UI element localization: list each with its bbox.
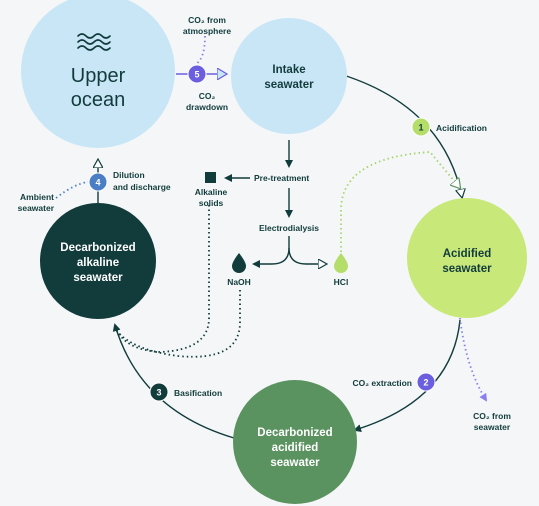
step-5-badge: [187, 64, 207, 84]
naoh-label: NaOH: [227, 277, 251, 287]
co2-from-atmosphere-line1: CO₂ from: [188, 15, 226, 25]
step-4-label-line2: and discharge: [113, 182, 171, 192]
step-2-number: 2: [423, 378, 428, 388]
step-4-number: 4: [95, 178, 100, 188]
co2-drawdown-line2: drawdown: [186, 102, 228, 112]
decarb-alkaline-line2: alkaline: [77, 257, 119, 269]
acidified-line2: seawater: [442, 263, 492, 275]
pretreatment-label: Pre-treatment: [254, 173, 309, 183]
waves-icon: [77, 33, 111, 51]
arrow-electrodialysis-to-hcl: [288, 247, 326, 264]
co2-from-seawater-line2: seawater: [474, 422, 511, 432]
decarb-alkaline-line1: Decarbonized: [60, 242, 135, 254]
dotted-naoh-to-basification: [115, 290, 241, 358]
decarb-acidified-line2: acidified: [272, 442, 319, 454]
step-3-label: Basification: [174, 388, 222, 398]
co2-drawdown-line1: CO₂: [199, 91, 216, 101]
hcl-drop-icon: [334, 253, 348, 273]
step-3-badge: [149, 382, 169, 402]
step-2-badge: [416, 372, 436, 392]
co2-from-seawater-line1: CO₂ from: [473, 411, 511, 421]
decarbonized-acidified-circle: [233, 380, 357, 504]
step-4-badge: [88, 172, 108, 192]
arrow-acidified-to-decarb-acidified: [353, 319, 461, 433]
arrow-electrodialysis-split: [252, 236, 290, 268]
step-2-label: CO₂ extraction: [352, 378, 412, 388]
acidified-seawater-circle: [407, 198, 527, 318]
ambient-seawater-line1: Ambient: [20, 192, 54, 202]
dotted-co2-from-atmosphere: [195, 35, 206, 65]
acidified-line1: Acidified: [443, 248, 492, 260]
step-1-badge: [411, 117, 431, 137]
decarb-acidified-line1: Decarbonized: [257, 427, 332, 439]
dotted-co2-to-seawater: [459, 317, 488, 402]
alkaline-solids-line1: Alkaline: [195, 187, 228, 197]
alkaline-solids-icon: [205, 172, 216, 183]
dotted-hcl-to-acidification: [340, 151, 460, 252]
intake-line1: Intake: [272, 64, 305, 76]
step-5-number: 5: [194, 70, 199, 80]
co2-from-atmosphere-line2: atmosphere: [183, 26, 231, 36]
decarb-alkaline-line3: seawater: [73, 272, 123, 284]
step-3-number: 3: [156, 388, 161, 398]
ambient-seawater-line2: seawater: [18, 203, 55, 213]
decarb-acidified-line3: seawater: [270, 457, 320, 469]
step-1-number: 1: [418, 123, 423, 133]
upper-ocean-line2: ocean: [71, 89, 126, 111]
hcl-label: HCl: [334, 277, 349, 287]
upper-ocean-line1: Upper: [71, 65, 126, 87]
upper-ocean-circle: [21, 0, 175, 148]
electrodialysis-label: Electrodialysis: [259, 223, 319, 233]
step-1-label: Acidification: [436, 123, 487, 133]
decarbonized-alkaline-circle: [40, 203, 156, 319]
intake-seawater-circle: [231, 18, 347, 134]
dotted-ambient-to-discharge: [55, 181, 89, 199]
arrow-decarb-acidified-to-alkaline: [112, 323, 235, 439]
intake-line2: seawater: [264, 79, 314, 91]
step-4-label-line1: Dilution: [113, 170, 145, 180]
alkaline-solids-line2: solids: [199, 198, 224, 208]
arrow-intake-to-acidified: [325, 69, 462, 197]
naoh-drop-icon: [232, 253, 246, 273]
